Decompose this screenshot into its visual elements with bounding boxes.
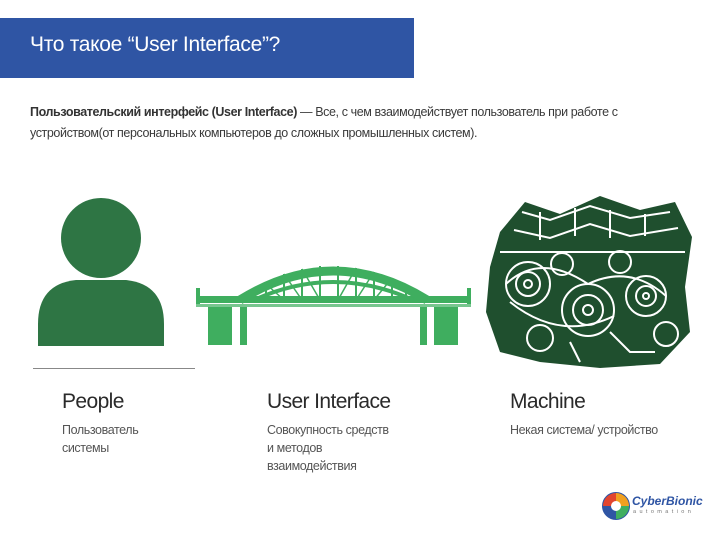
bridge-icon bbox=[196, 266, 471, 345]
logo-sub-text: automation bbox=[633, 509, 695, 515]
column-desc-line: Совокупность средств bbox=[267, 423, 389, 437]
definition-dash: — bbox=[296, 105, 316, 119]
cyberbionic-logo-icon bbox=[602, 492, 630, 520]
column-desc-line: и методов bbox=[267, 441, 323, 455]
page-title: Что такое “User Interface”? bbox=[30, 33, 281, 56]
divider bbox=[33, 368, 195, 369]
definition-term: Пользовательский интерфейс (User Interfa… bbox=[30, 105, 297, 119]
title-bar bbox=[0, 18, 414, 78]
column-desc-line: взаимодействия bbox=[267, 459, 357, 473]
definition-paragraph: Пользовательский интерфейс (User Interfa… bbox=[30, 102, 660, 144]
column-title-machine: Machine bbox=[510, 390, 586, 413]
column-title-user-interface: User Interface bbox=[267, 390, 391, 413]
column-desc-line: Некая система/ устройство bbox=[510, 423, 658, 437]
person-silhouette-icon bbox=[38, 198, 164, 346]
column-desc-line: Пользователь bbox=[62, 423, 139, 437]
column-desc-people: Пользователь системы bbox=[62, 421, 139, 457]
engine-icon bbox=[486, 196, 692, 368]
column-desc-line: системы bbox=[62, 441, 109, 455]
column-desc-user-interface: Совокупность средств и методов взаимодей… bbox=[267, 421, 389, 475]
logo-brand-text: CyberBionic bbox=[632, 494, 703, 508]
column-title-people: People bbox=[62, 390, 124, 413]
column-desc-machine: Некая система/ устройство bbox=[510, 421, 658, 439]
definition-text: Все, с чем взаимодействует пользователь … bbox=[30, 105, 618, 140]
